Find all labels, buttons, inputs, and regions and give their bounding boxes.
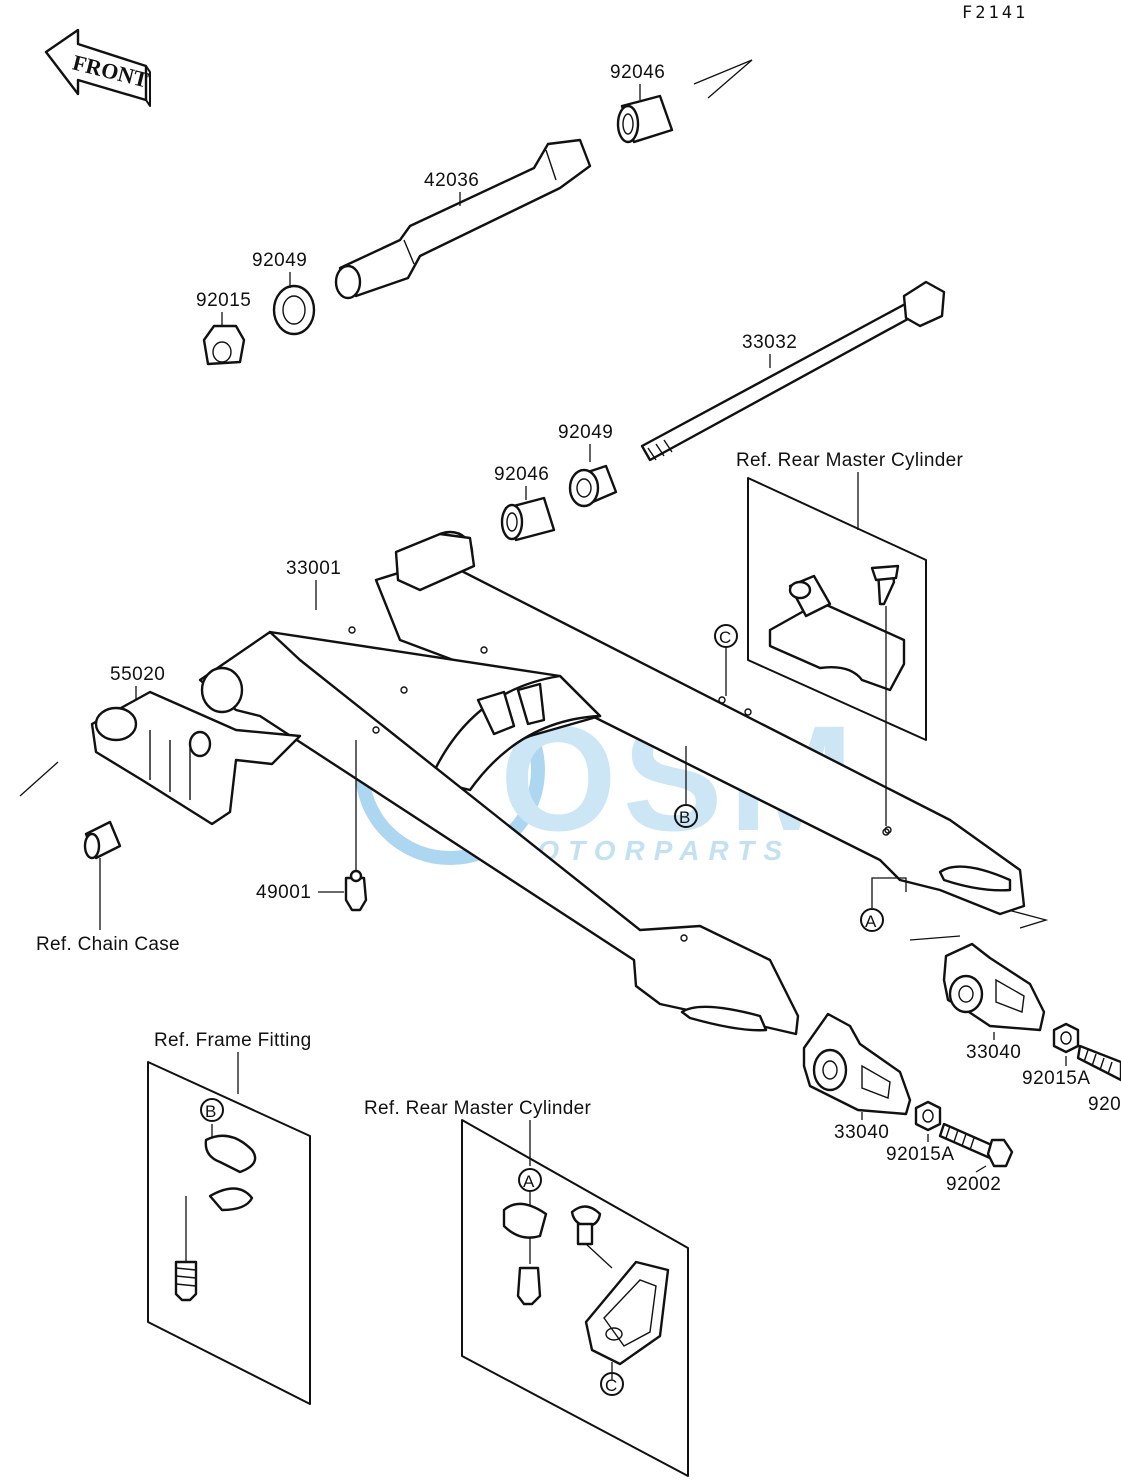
figure-code: F2141 (962, 3, 1028, 23)
lock-nut-left (914, 1100, 942, 1132)
needle-bearing-mid (500, 496, 556, 542)
svg-text:B: B (205, 1102, 216, 1121)
part-label: 920 (1088, 1094, 1121, 1115)
part-label: 33040 (834, 1122, 889, 1143)
ref-rear-master-cylinder-bottom: Ref. Rear Master Cylinder (364, 1098, 591, 1119)
part-label: 92015 (196, 290, 251, 311)
chain-adjuster-right (942, 942, 1046, 1032)
part-label: 92046 (494, 464, 549, 485)
ref-frame-fitting: Ref. Frame Fitting (154, 1030, 311, 1051)
part-label: 55020 (110, 664, 165, 685)
part-label: 42036 (424, 170, 479, 191)
chain-adjuster-left (802, 1012, 912, 1116)
ref-box-frame-fitting: B (147, 1061, 311, 1405)
svg-text:A: A (865, 912, 877, 931)
part-label: 33032 (742, 332, 797, 353)
spacer-collar (83, 820, 122, 860)
part-label: 33001 (286, 558, 341, 579)
marker-c-top: C (714, 624, 738, 696)
ref-chain-case: Ref. Chain Case (36, 934, 180, 955)
collar-nut (202, 324, 246, 366)
svg-text:C: C (719, 628, 731, 647)
part-label: 92046 (610, 62, 665, 83)
chain-guide (90, 690, 302, 826)
part-label: 33040 (966, 1042, 1021, 1063)
ref-rear-master-cylinder-top: Ref. Rear Master Cylinder (736, 450, 963, 471)
swing-arm (198, 530, 1026, 1036)
part-label: 49001 (256, 882, 311, 903)
adjusting-bolt-left (938, 1122, 1014, 1168)
oil-seal-top (272, 284, 316, 336)
oil-seal-mid (568, 464, 618, 508)
marker-b-main: B (674, 746, 698, 828)
marker-a-main: A (860, 877, 907, 932)
front-arrow-icon: FRONT (44, 28, 151, 107)
needle-bearing-top (616, 94, 674, 144)
pivot-sleeve (334, 138, 592, 300)
pivot-shaft (640, 280, 946, 462)
part-label: 92002 (946, 1174, 1001, 1195)
ref-box-master-cylinder-top (747, 477, 927, 836)
svg-text:C: C (605, 1376, 617, 1395)
part-label: 92049 (252, 250, 307, 271)
adjusting-bolt-right (1076, 1044, 1121, 1082)
lock-nut-right (1052, 1022, 1080, 1054)
part-label: 92015A (1022, 1068, 1091, 1089)
svg-text:A: A (523, 1172, 535, 1191)
ref-box-master-cylinder-bottom: A C (461, 1119, 689, 1477)
part-label: 92015A (886, 1144, 955, 1165)
grease-nipple (344, 740, 368, 912)
svg-text:B: B (679, 808, 690, 827)
part-label: 92049 (558, 422, 613, 443)
